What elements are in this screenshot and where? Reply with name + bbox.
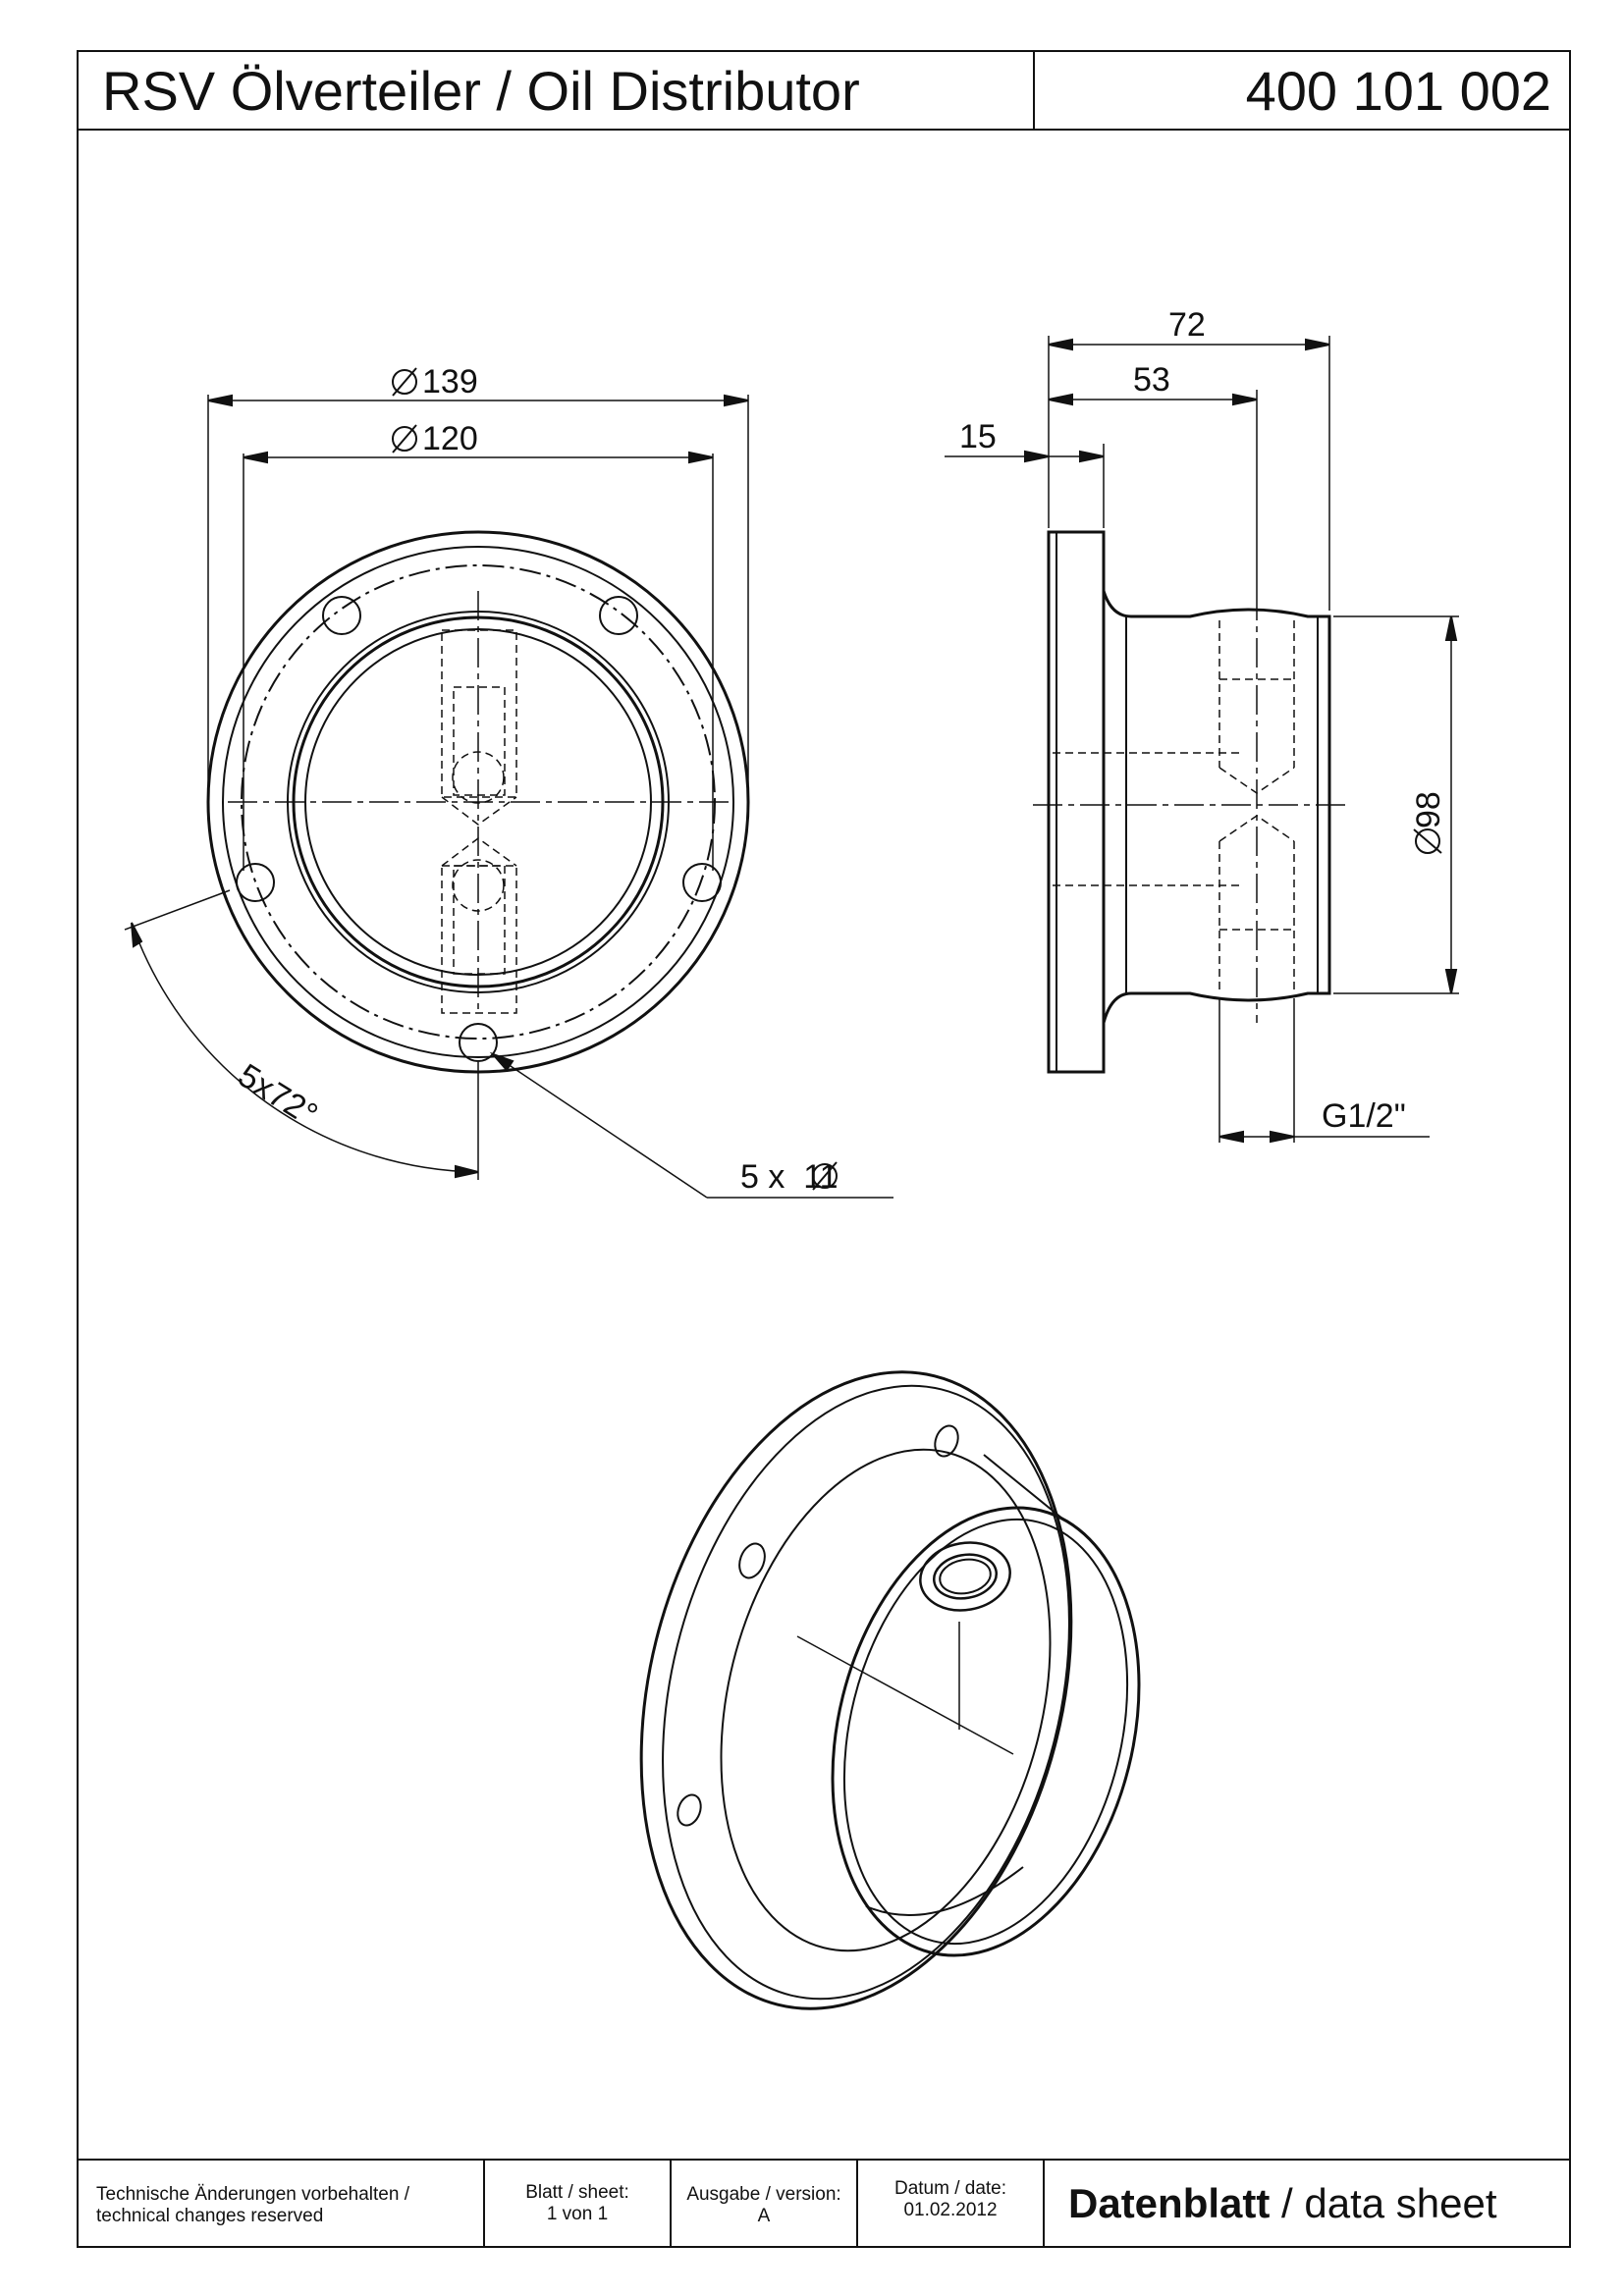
- datasheet-sub: / data sheet: [1270, 2180, 1497, 2226]
- footer-version: Ausgabe / version: A: [672, 2161, 858, 2246]
- dim-139-text: 139: [422, 363, 478, 400]
- footer-sheet: Blatt / sheet: 1 von 1: [485, 2161, 672, 2246]
- sheet-label: Blatt / sheet:: [525, 2182, 629, 2203]
- bolt-holes: [236, 596, 722, 1062]
- dim-120-text: 120: [422, 420, 478, 457]
- version-value: A: [757, 2206, 771, 2226]
- isometric-view: [639, 1370, 1141, 2010]
- dim-15-text: 15: [959, 418, 997, 455]
- title-divider: [1033, 52, 1035, 129]
- changes-de: Technische Änderungen vorbehalten /: [96, 2184, 410, 2205]
- footer-block: Technische Änderungen vorbehalten / tech…: [79, 2159, 1569, 2246]
- date-value: 01.02.2012: [903, 2200, 998, 2220]
- date-label: Datum / date:: [893, 2178, 1007, 2199]
- changes-en: technical changes reserved: [96, 2206, 324, 2226]
- front-view: 139 120 5x72°: [124, 363, 893, 1199]
- dim-72-text: 72: [1168, 306, 1206, 344]
- dim-53-text: 53: [1133, 361, 1170, 399]
- technical-drawing: 139 120 5x72°: [124, 306, 1459, 2010]
- drawing-title: RSV Ölverteiler / Oil Distributor: [102, 60, 860, 122]
- side-view: 72 53 15 98: [945, 306, 1459, 1144]
- version-label: Ausgabe / version:: [686, 2184, 841, 2205]
- title-block: RSV Ölverteiler / Oil Distributor 400 10…: [79, 52, 1569, 131]
- datasheet-main: Datenblatt: [1068, 2180, 1271, 2226]
- dim-angle-text: 5x72°: [232, 1057, 324, 1135]
- drawing-sheet: RSV Ölverteiler / Oil Distributor 400 10…: [77, 50, 1571, 2248]
- part-number: 400 101 002: [1245, 60, 1551, 122]
- dim-thread-text: G1/2": [1322, 1097, 1406, 1135]
- footer-date: Datum / date: 01.02.2012: [858, 2161, 1045, 2246]
- sheet-value: 1 von 1: [546, 2204, 609, 2224]
- footer-datasheet: Datenblatt / data sheet: [1045, 2161, 1569, 2246]
- footer-changes: Technische Änderungen vorbehalten / tech…: [79, 2161, 485, 2246]
- dim-98-text: 98: [1410, 791, 1447, 828]
